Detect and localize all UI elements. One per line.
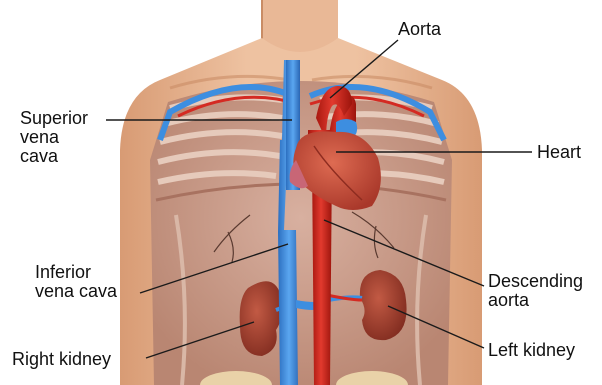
label-right-kidney: Right kidney: [12, 350, 111, 369]
label-aorta: Aorta: [398, 20, 441, 39]
label-descending-aorta: Descending aorta: [488, 272, 583, 310]
label-inferior-vena-cava: Inferior vena cava: [35, 263, 117, 301]
label-heart: Heart: [537, 143, 581, 162]
label-superior-vena-cava: Superior vena cava: [20, 109, 88, 166]
label-left-kidney: Left kidney: [488, 341, 575, 360]
body-cavity: [150, 81, 452, 385]
